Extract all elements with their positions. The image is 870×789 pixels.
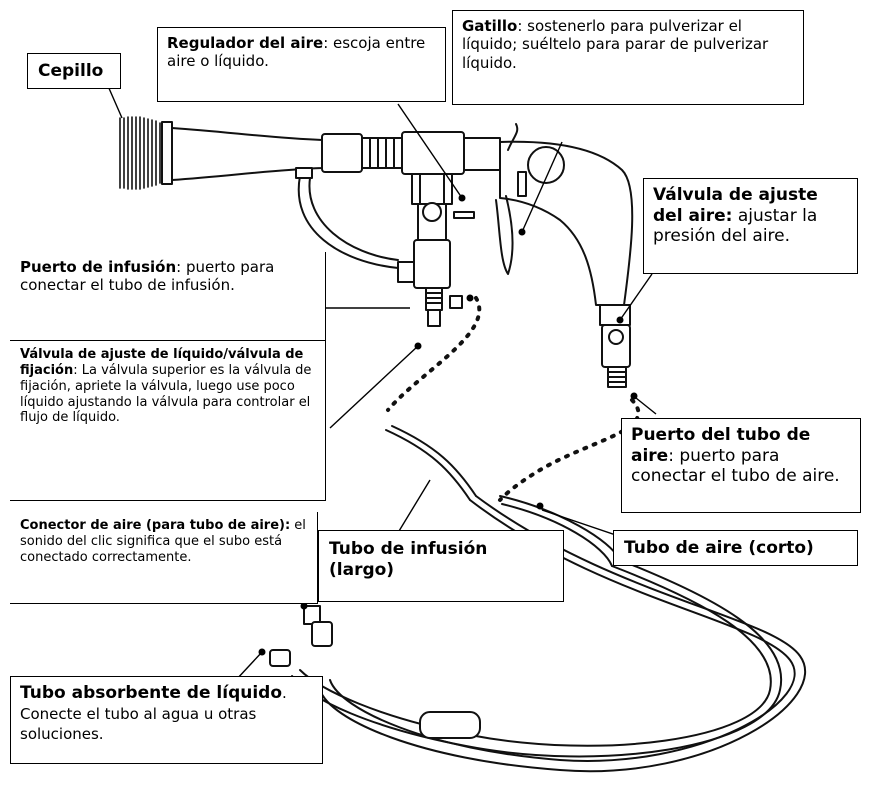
- label-valvula-liquido-text: : La válvula superior es la válvula de f…: [20, 362, 312, 426]
- label-tubo-aire-corto-title: Tubo de aire (corto): [624, 538, 814, 558]
- label-puerto-tubo-aire: Puerto del tubo de aire: puerto para con…: [621, 418, 861, 513]
- label-conector-aire-text: el sonido del clic significa que el subo…: [20, 518, 306, 565]
- label-tubo-infusion: Tubo de infusión (largo): [318, 530, 564, 602]
- label-valvula-liquido: Válvula de ajuste de líquido/válvula de …: [10, 341, 326, 501]
- label-regulador-title: Regulador del aire: [167, 34, 324, 52]
- label-gatillo: Gatillo: sostenerlo para pulverizar el l…: [452, 10, 804, 105]
- label-puerto-tubo-aire-title: Puerto del tubo de aire: [631, 425, 811, 466]
- label-tubo-infusion-title: Tubo de infusión (largo): [329, 539, 488, 580]
- label-valvula-aire: Válvula de ajuste del aire: ajustar la p…: [643, 178, 858, 274]
- label-valvula-aire-title: Válvula de ajuste del aire:: [653, 185, 818, 226]
- label-conector-aire-title: Conector de aire (para tubo de aire):: [20, 518, 291, 533]
- label-gatillo-text: : sostenerlo para pulverizar el líquido;…: [462, 17, 769, 72]
- label-puerto-tubo-aire-text: : puerto para conectar el tubo de aire.: [631, 445, 840, 487]
- label-cepillo-title: Cepillo: [38, 61, 104, 81]
- label-cepillo: Cepillo: [27, 53, 121, 89]
- label-valvula-aire-text: ajustar la presión del aire.: [653, 205, 818, 247]
- label-tubo-aire-corto: Tubo de aire (corto): [613, 530, 858, 566]
- label-tubo-absorbente: Tubo absorbente de líquido. Conecte el t…: [10, 676, 323, 764]
- label-tubo-absorbente-title: Tubo absorbente de líquido: [20, 683, 283, 703]
- label-valvula-liquido-title: Válvula de ajuste de líquido/válvula de …: [20, 347, 304, 378]
- label-gatillo-title: Gatillo: [462, 17, 518, 35]
- label-regulador-text: : escoja entre aire o líquido.: [167, 34, 426, 71]
- label-puerto-infusion-text: : puerto para conectar el tubo de infusi…: [20, 258, 275, 295]
- label-puerto-infusion-title: Puerto de infusión: [20, 258, 177, 276]
- label-regulador: Regulador del aire: escoja entre aire o …: [157, 27, 446, 102]
- label-puerto-infusion: Puerto de infusión: puerto para conectar…: [10, 252, 326, 341]
- label-tubo-absorbente-text: . Conecte el tubo al agua u otras soluci…: [20, 684, 287, 744]
- brush-bristles: [119, 116, 161, 190]
- label-conector-aire: Conector de aire (para tubo de aire): el…: [10, 512, 318, 604]
